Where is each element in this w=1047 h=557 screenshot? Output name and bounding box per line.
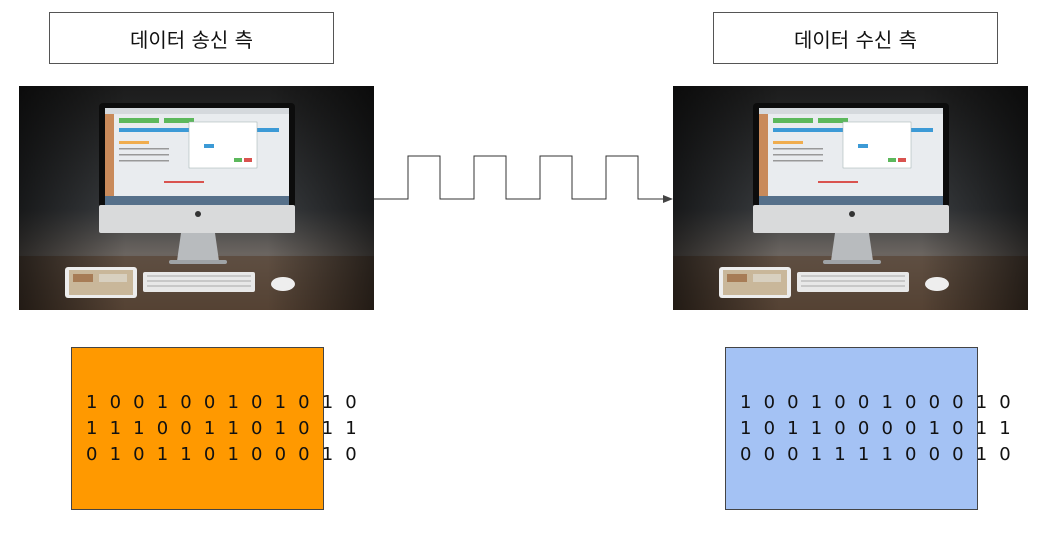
sender-bits-row: 0 1 0 1 1 0 1 0 0 0 1 0 [86, 442, 323, 468]
receiver-bits-row: 0 0 0 1 1 1 1 0 0 0 1 0 [740, 442, 977, 468]
sender-data-box: 1 0 0 1 0 0 1 0 1 0 1 0 1 1 1 0 0 1 1 0 … [71, 347, 324, 510]
receiver-bits-row: 1 0 0 1 0 0 1 0 0 0 1 0 [740, 390, 977, 416]
sender-bits-row: 1 0 0 1 0 0 1 0 1 0 1 0 [86, 390, 323, 416]
receiver-data-box: 1 0 0 1 0 0 1 0 0 0 1 0 1 0 1 1 0 0 0 0 … [725, 347, 978, 510]
receiver-bits-row: 1 0 1 1 0 0 0 0 1 0 1 1 [740, 416, 977, 442]
square-wave-arrow-icon [374, 156, 672, 199]
sender-bits-row: 1 1 1 0 0 1 1 0 1 0 1 1 [86, 416, 323, 442]
